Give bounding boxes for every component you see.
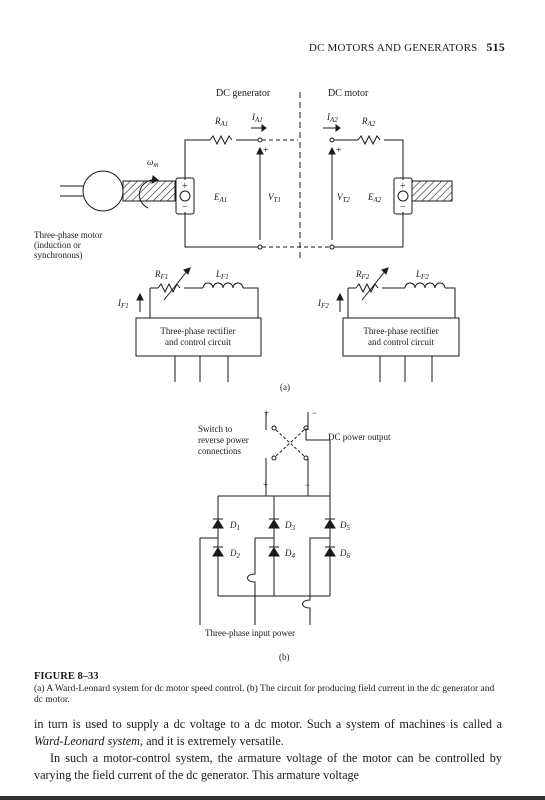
label-ea2: EA2 xyxy=(367,192,382,204)
running-title: DC MOTORS AND GENERATORS xyxy=(308,42,478,54)
page-bottom-edge xyxy=(0,796,545,800)
phase-a-line xyxy=(199,537,218,625)
label-ra1: RA1 xyxy=(214,116,228,128)
svg-text:D1: D1 xyxy=(229,520,240,532)
label-rf1: RF1 xyxy=(154,269,168,281)
svg-text:Three-phase rectifier: Three-phase rectifier xyxy=(363,326,438,336)
rf2-resistor xyxy=(355,282,379,294)
body-paragraph-2: In such a motor-control system, the arma… xyxy=(34,751,502,782)
lf2-inductor xyxy=(404,282,446,289)
label-vt1: VT1 xyxy=(268,192,281,204)
body-paragraph-1: in turn is used to supply a dc voltage t… xyxy=(34,717,502,748)
svg-text:Three-phase motor: Three-phase motor xyxy=(34,230,102,240)
phase-c-line xyxy=(302,537,330,625)
lf1-inductor xyxy=(202,282,244,289)
svg-text:+: + xyxy=(264,408,269,418)
svg-text:−: − xyxy=(305,480,310,490)
svg-text:−: − xyxy=(312,408,317,418)
figure-8-33: DC generator DC motor xyxy=(34,88,460,662)
rectifier-box-2 xyxy=(342,317,460,357)
rectifier-box-1 xyxy=(135,317,262,357)
diode-d1 xyxy=(212,519,224,529)
svg-text:connections: connections xyxy=(198,446,241,456)
figure-a-labels: RA1 IA1 IA2 RA2 EA1 VT1 VT2 EA2 ωm RF1 L… xyxy=(117,112,429,310)
label-lf2: LF2 xyxy=(415,269,429,281)
gen-terminal-bottom xyxy=(257,244,263,250)
figure-b-diagram xyxy=(199,412,336,625)
label-omega: ωm xyxy=(147,157,158,169)
svg-text:D2: D2 xyxy=(229,548,241,560)
svg-text:D3: D3 xyxy=(284,520,296,532)
svg-text:synchronous): synchronous) xyxy=(34,250,83,260)
sublabel-b: (b) xyxy=(279,652,290,662)
sublabel-a: (a) xyxy=(280,382,290,392)
switch-dashed-2 xyxy=(275,429,305,457)
diode-d6 xyxy=(324,547,336,557)
dc-output-label: DC power output xyxy=(328,432,391,442)
svg-text:and control circuit: and control circuit xyxy=(368,337,434,347)
dc-output-wire xyxy=(305,428,331,496)
svg-text:+: + xyxy=(263,480,268,490)
svg-text:reverse power: reverse power xyxy=(198,435,249,445)
svg-text:D5: D5 xyxy=(339,520,351,532)
gen-left-wire xyxy=(184,139,210,180)
running-header: DC MOTORS AND GENERATORS 515 xyxy=(309,40,505,55)
label-ra2: RA2 xyxy=(361,116,376,128)
rf1-resistor xyxy=(157,282,181,294)
page-number: 515 xyxy=(486,40,505,54)
label-vt2: VT2 xyxy=(337,192,350,204)
motor-right-wire xyxy=(384,139,404,180)
svg-text:+: + xyxy=(263,145,269,156)
gen-terminal-top xyxy=(257,137,263,143)
three-phase-motor xyxy=(82,170,124,212)
ra1-resistor xyxy=(209,134,233,146)
svg-text:and control circuit: and control circuit xyxy=(165,337,231,347)
motor-terminal-bottom xyxy=(329,244,335,250)
diode-d2 xyxy=(212,547,224,557)
diode-d3 xyxy=(268,519,280,529)
gen-bottom-wire xyxy=(184,212,258,248)
gen-shaft xyxy=(122,180,176,202)
label-ia2: IA2 xyxy=(326,112,338,124)
label-if1: IF1 xyxy=(117,298,129,310)
figure-caption-title: FIGURE 8–33 xyxy=(34,671,99,682)
diode-d5 xyxy=(324,519,336,529)
generator-armature xyxy=(175,177,195,215)
svg-text:−: − xyxy=(182,202,188,213)
svg-text:+: + xyxy=(400,181,406,192)
svg-text:−: − xyxy=(400,202,406,213)
label-ea1: EA1 xyxy=(213,192,227,204)
svg-text:+: + xyxy=(336,145,342,156)
figure-caption-text: (a) A Ward-Leonard system for dc motor s… xyxy=(34,684,495,705)
svg-text:D4: D4 xyxy=(284,548,296,560)
svg-text:D6: D6 xyxy=(339,548,351,560)
rectifier-labels: Three-phase rectifier and control circui… xyxy=(160,326,438,347)
motor-caption: Three-phase motor (induction or synchron… xyxy=(34,230,102,260)
polarity-marks-a: + − + + + − xyxy=(182,145,406,213)
motor-bottom-wire xyxy=(334,212,404,248)
motor-terminal-top xyxy=(329,137,335,143)
body-text: in turn is used to supply a dc voltage t… xyxy=(34,716,502,784)
input-power-label: Three-phase input power xyxy=(205,628,295,638)
dc-motor-label: DC motor xyxy=(328,88,369,99)
label-lf1: LF1 xyxy=(215,269,229,281)
dc-generator-label: DC generator xyxy=(216,88,271,99)
switch-dashed-1 xyxy=(275,429,305,457)
motor-shaft xyxy=(411,180,453,202)
phase-b-line xyxy=(247,537,274,625)
svg-text:Switch to: Switch to xyxy=(198,424,233,434)
svg-text:(induction or: (induction or xyxy=(34,240,81,250)
diode-d4 xyxy=(268,547,280,557)
svg-text:+: + xyxy=(182,181,188,192)
ra2-resistor xyxy=(357,134,381,146)
label-if2: IF2 xyxy=(317,298,329,310)
figure-b-labels: Switch to reverse power connections DC p… xyxy=(198,408,391,662)
label-ia1: IA1 xyxy=(251,112,263,124)
figure-a-diagram: DC generator DC motor xyxy=(60,88,460,382)
label-rf2: RF2 xyxy=(355,269,370,281)
svg-text:Three-phase rectifier: Three-phase rectifier xyxy=(160,326,235,336)
